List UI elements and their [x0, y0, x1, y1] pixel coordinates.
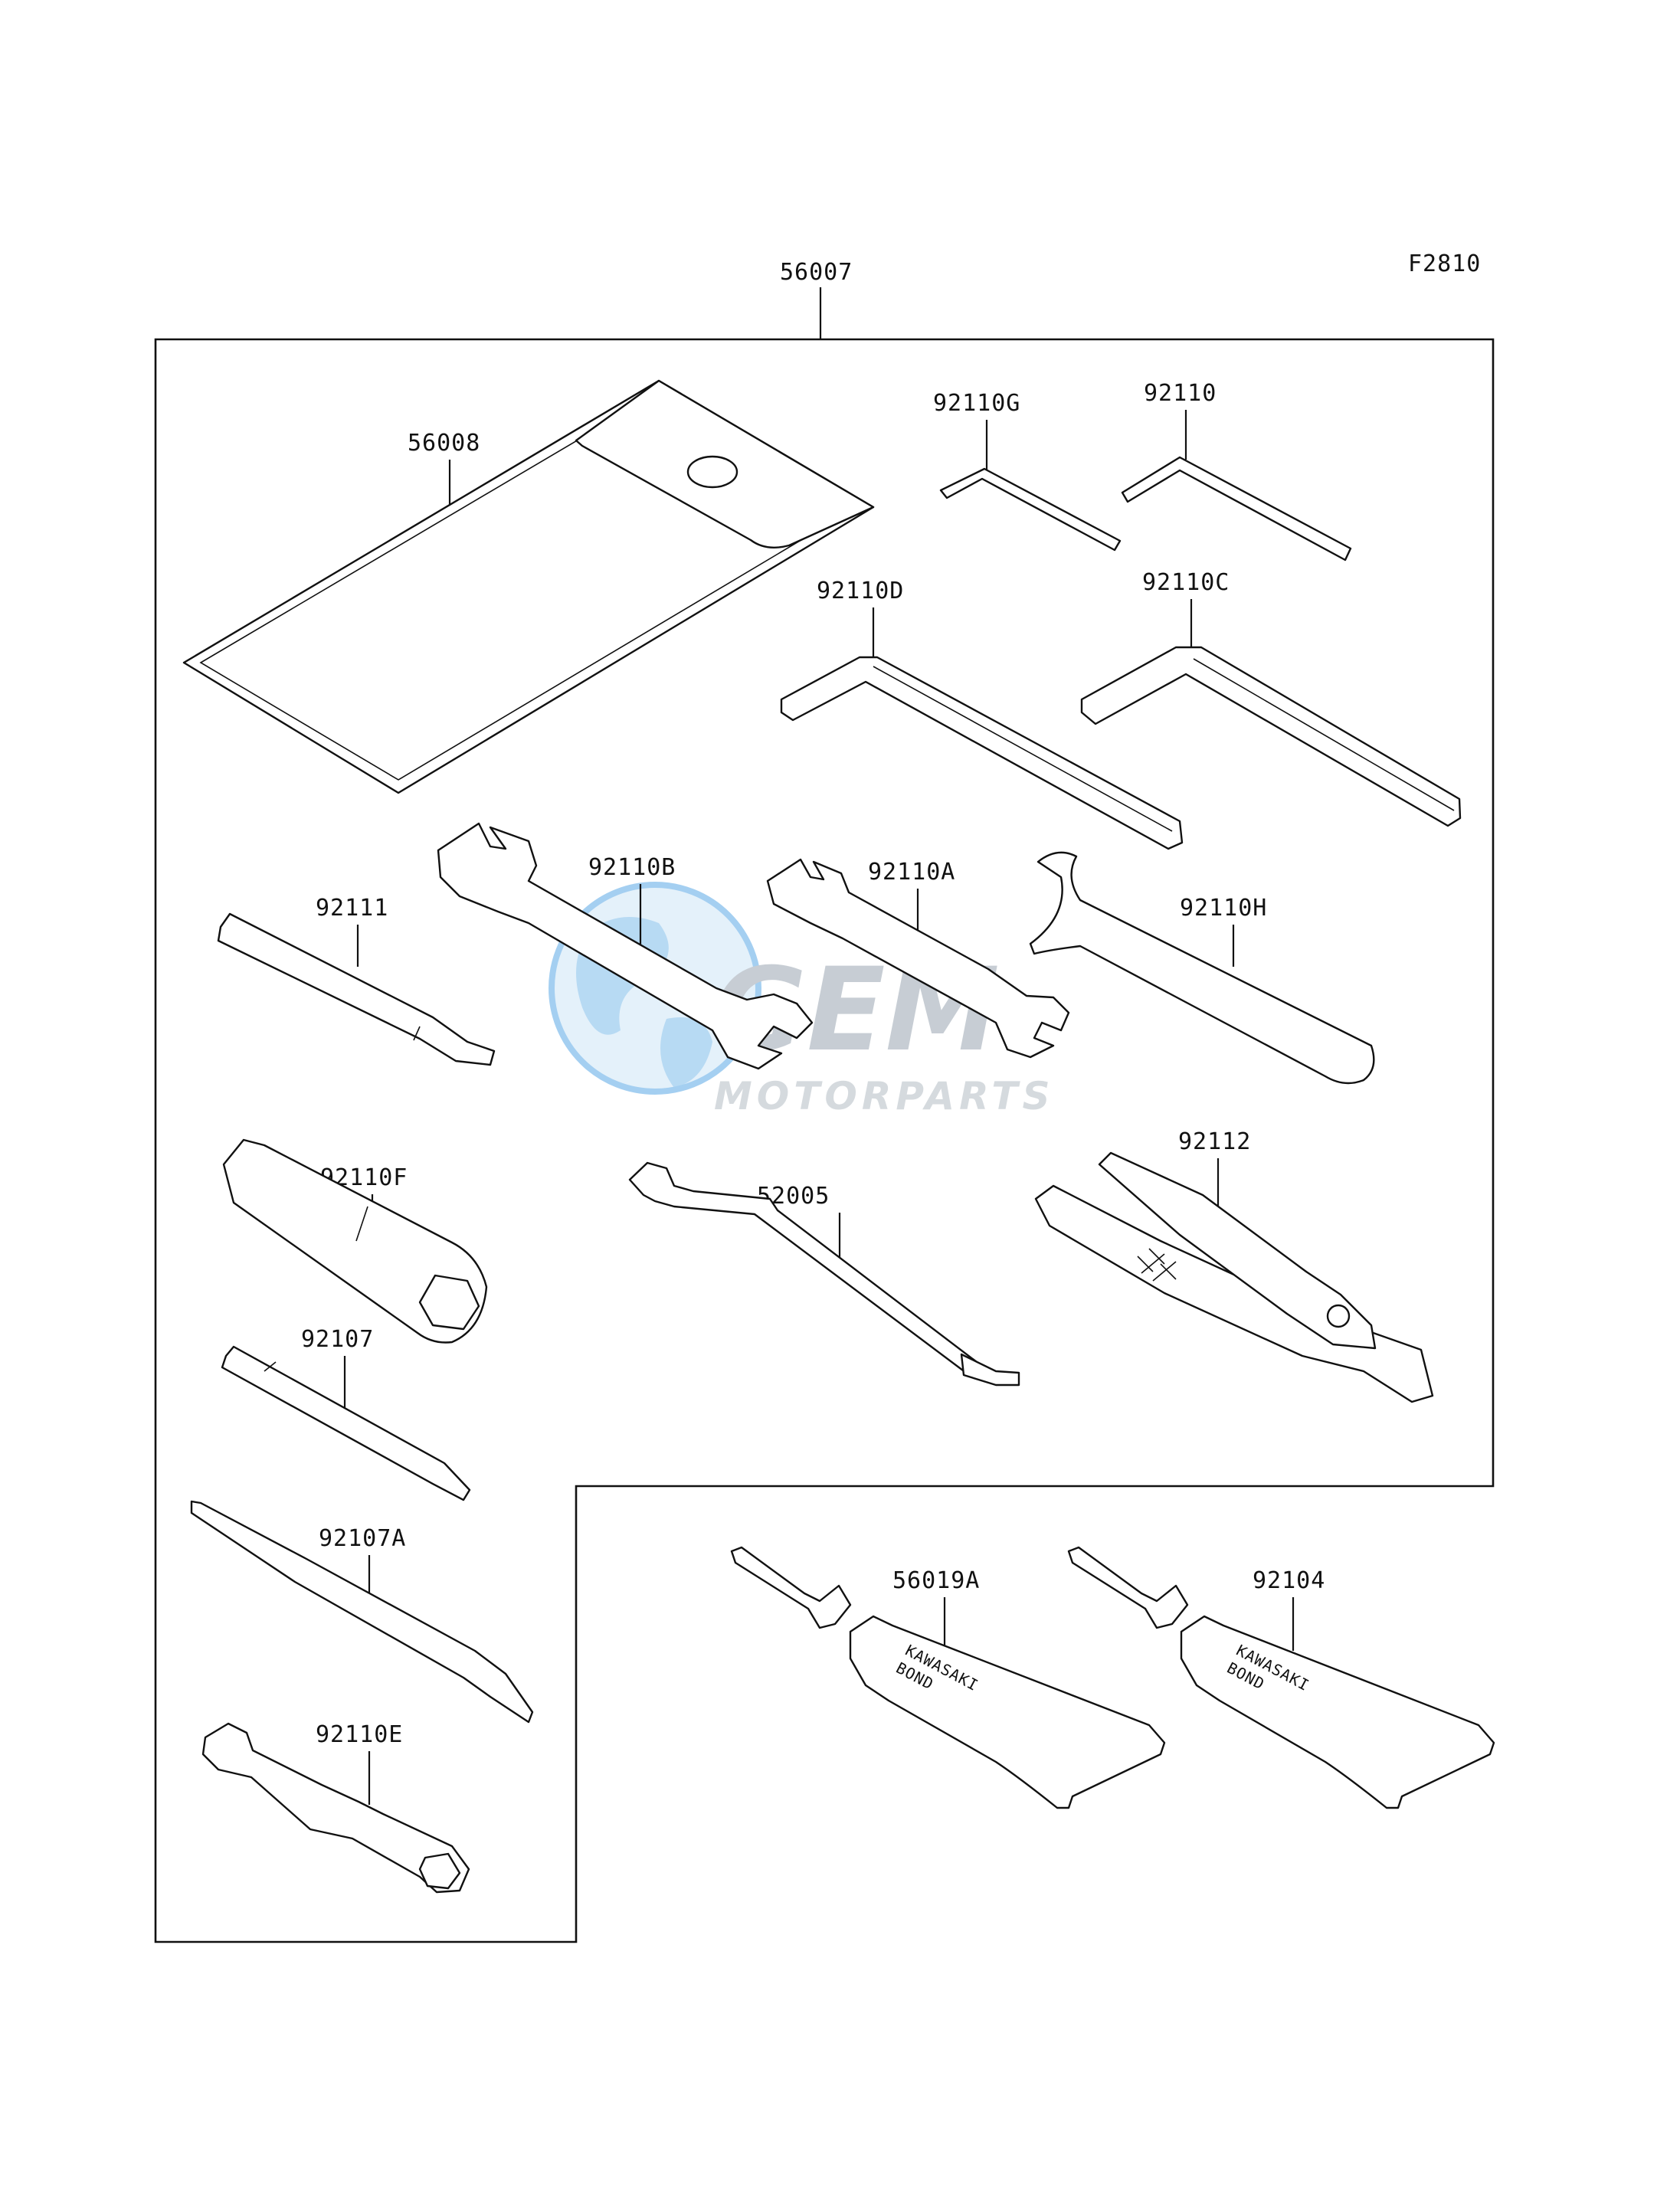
part-label-92110B: 92110B: [588, 854, 676, 881]
hex-key: [1121, 456, 1352, 562]
extension-bar: [217, 912, 496, 1066]
kit-label: 56007: [780, 259, 853, 286]
tool-case: [182, 379, 875, 794]
gauge-stick: [960, 1353, 1020, 1387]
part-label-92112: 92112: [1178, 1128, 1251, 1155]
hex-key-large: [780, 656, 1184, 850]
bond-tube-alt: [1180, 1615, 1495, 1809]
part-label-92110H: 92110H: [1180, 895, 1267, 922]
screwdriver: [190, 1500, 534, 1724]
open-end-wrench: [437, 822, 814, 1070]
box-socket-wrench-group[interactable]: 92110F: [222, 1138, 488, 1344]
figure-code: F2810: [1408, 250, 1481, 277]
socket-wrench: [201, 1722, 470, 1894]
hex-key-large-group[interactable]: 92110D: [780, 578, 1184, 850]
hex-socket-end: [418, 1274, 480, 1331]
part-label-56008: 56008: [408, 430, 480, 457]
nozzle-cap: [730, 1546, 852, 1629]
part-label-92110D: 92110D: [817, 578, 904, 604]
part-label-92110E: 92110E: [316, 1721, 403, 1748]
box-socket-wrench: [222, 1138, 488, 1344]
part-label-92107A: 92107A: [319, 1525, 406, 1552]
tire-gauge: [628, 1161, 978, 1377]
kit-outline: [154, 338, 1495, 1943]
part-label-92111: 92111: [316, 895, 388, 922]
screwdriver-bit-group[interactable]: 92107: [221, 1326, 471, 1501]
open-end-wrench-small-group[interactable]: 92110A: [766, 858, 1070, 1059]
pivot-bolt: [1326, 1304, 1351, 1328]
hex-key-small-group[interactable]: 92110G: [933, 390, 1122, 552]
part-label-92110: 92110: [1144, 380, 1217, 407]
hex-key-large-alt: [1080, 646, 1462, 827]
hook-wrench-group[interactable]: 92110H: [1029, 851, 1375, 1085]
hex-key-large-alt-group[interactable]: 92110C: [1080, 569, 1462, 827]
part-label-56019A: 56019A: [892, 1567, 980, 1594]
bond-tube-group[interactable]: 56019A KAWASAKI BOND: [730, 1546, 1166, 1809]
pliers-lower-handle: [1034, 1184, 1434, 1403]
open-end-wrench-small: [766, 858, 1070, 1059]
part-label-92110A: 92110A: [868, 859, 955, 886]
screwdriver-bit: [221, 1345, 471, 1501]
watermark-sub: MOTORPARTS: [714, 1074, 1055, 1118]
tire-gauge-group[interactable]: 52005: [628, 1161, 1020, 1387]
nozzle-cap-alt: [1067, 1546, 1189, 1629]
socket-hex-end: [418, 1852, 461, 1890]
hex-key-group[interactable]: 92110: [1121, 380, 1352, 562]
pliers-upper-handle: [1098, 1151, 1377, 1350]
part-label-92110G: 92110G: [933, 390, 1020, 417]
open-end-wrench-group[interactable]: 92110B: [437, 822, 814, 1070]
hook-wrench: [1029, 851, 1375, 1085]
screwdriver-group[interactable]: 92107A: [190, 1500, 534, 1724]
part-label-92107: 92107: [301, 1326, 374, 1353]
part-label-92104: 92104: [1253, 1567, 1325, 1594]
snap-button: [686, 455, 738, 489]
bond-tube-alt-group[interactable]: 92104 KAWASAKI BOND: [1067, 1546, 1495, 1809]
extension-bar-group[interactable]: 92111: [217, 895, 496, 1066]
bond-tube: [849, 1615, 1166, 1809]
part-label-92110C: 92110C: [1142, 569, 1230, 596]
tool-case-group[interactable]: 56008: [182, 379, 875, 794]
pliers-group[interactable]: 92112: [1034, 1128, 1434, 1403]
hex-key-small: [939, 467, 1122, 552]
socket-wrench-group[interactable]: 92110E: [201, 1721, 470, 1894]
